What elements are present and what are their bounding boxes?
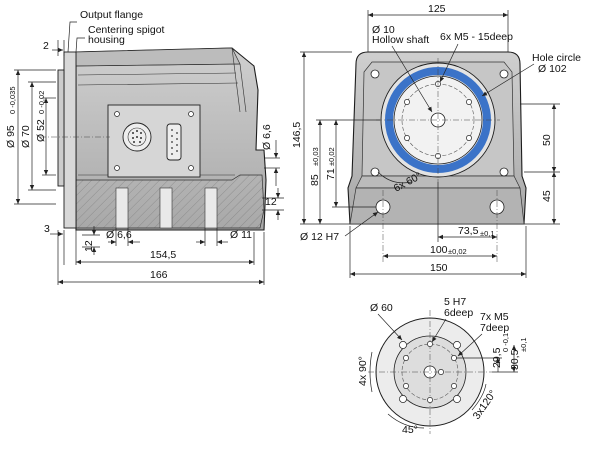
output-flange-label: Output flange bbox=[80, 9, 143, 21]
dim-85: 85 bbox=[309, 174, 321, 186]
dim-d70: Ø 70 bbox=[20, 125, 32, 148]
m5-label-1: 7x M5 bbox=[480, 311, 509, 323]
dim-154-5: 154,5 bbox=[150, 249, 176, 261]
dim-29-5-tol: 0 -0,1 bbox=[501, 333, 510, 352]
dim-71-tol: ±0,02 bbox=[327, 147, 336, 166]
dim-73-5: 73,5 bbox=[458, 225, 479, 237]
hollow-shaft-label: Hollow shaft bbox=[372, 34, 429, 46]
dim-100: 100 bbox=[430, 244, 448, 256]
mount-hole-3 bbox=[204, 187, 218, 229]
centering-spigot-housing-label: housing bbox=[88, 34, 125, 46]
dim-d6-6-bottom: Ø 6,6 bbox=[106, 229, 132, 241]
connector-panel bbox=[107, 104, 201, 178]
dim-12-right: 12 bbox=[265, 196, 277, 208]
d60-label: Ø 60 bbox=[370, 302, 393, 314]
top-bevel bbox=[75, 47, 241, 67]
dim-d52: Ø 52 bbox=[35, 119, 47, 142]
mount-hole-1 bbox=[115, 187, 129, 229]
dim-d95-tol: 0 -0,035 bbox=[8, 86, 17, 114]
m5-holes-label: 6x M5 - 15deep bbox=[440, 31, 513, 43]
dim-29-5: 29,5 bbox=[491, 347, 503, 368]
output-flange-plate bbox=[63, 51, 77, 229]
dim-d6-6-right: Ø 6,6 bbox=[261, 124, 273, 150]
front-view: 125 Ø 10 Hollow shaft 6x M5 - 15deep Hol… bbox=[291, 3, 581, 278]
dim-125: 125 bbox=[428, 3, 446, 15]
centering-spigot bbox=[57, 69, 65, 187]
dim-d11: Ø 11 bbox=[230, 229, 252, 241]
dim-73-5-tol: ±0,1 bbox=[480, 229, 495, 238]
dim-71: 71 bbox=[325, 168, 337, 180]
m5-label-2: 7deep bbox=[480, 322, 509, 334]
dim-2: 2 bbox=[43, 40, 49, 52]
d-sub-connector-icon bbox=[166, 123, 182, 161]
dim-30-5-tol: ±0,1 bbox=[519, 337, 528, 352]
dim-146-5: 146,5 bbox=[291, 122, 303, 148]
flange-holes bbox=[399, 341, 461, 403]
d12-h7-label: Ø 12 H7 bbox=[300, 231, 339, 243]
centering-spigot-label: Centering spigot bbox=[88, 24, 165, 36]
dim-3: 3 bbox=[44, 223, 50, 235]
h7-label-1: 5 H7 bbox=[444, 296, 466, 308]
dim-d95: Ø 95 bbox=[5, 125, 17, 148]
h7-label-2: 6deep bbox=[444, 307, 473, 319]
dim-100-tol: ±0,02 bbox=[448, 247, 467, 256]
dim-150: 150 bbox=[430, 262, 448, 274]
d102-label: Ø 102 bbox=[538, 63, 567, 75]
side-view: Output flange Centering spigot housing 2… bbox=[5, 9, 284, 285]
dim-50: 50 bbox=[541, 134, 553, 146]
dim-85-tol: ±0,03 bbox=[311, 147, 320, 166]
mount-hole-2 bbox=[159, 187, 173, 229]
flange-view: Ø 60 5 H7 6deep 7x M5 7deep 4x 90° 29,5 … bbox=[357, 296, 528, 436]
dim-30-5: 30,5 bbox=[509, 349, 521, 370]
hole-circle-label: Hole circle bbox=[532, 52, 581, 64]
corner-bolts bbox=[370, 69, 509, 215]
d10-label: Ø 10 bbox=[372, 24, 395, 36]
dim-d52-tol: 0 -0,02 bbox=[37, 91, 46, 114]
m5-holes bbox=[404, 81, 472, 159]
dim-45: 45 bbox=[541, 190, 553, 202]
dim-12-bottom: 12 bbox=[83, 240, 95, 252]
four-by-90-label: 4x 90° bbox=[357, 356, 369, 386]
dim-166: 166 bbox=[150, 269, 168, 281]
